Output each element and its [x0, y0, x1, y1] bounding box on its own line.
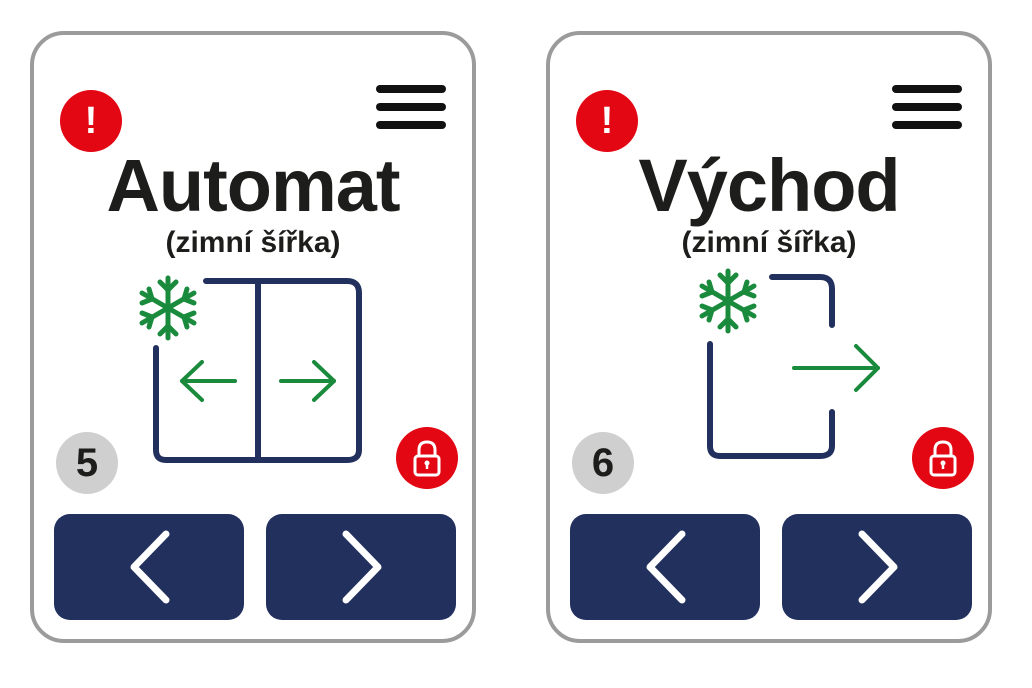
mode-subtitle: (zimní šířka): [681, 226, 857, 259]
exclamation-icon[interactable]: !: [60, 90, 122, 152]
snowflake-icon: [139, 275, 197, 341]
previous-mode-button[interactable]: [54, 514, 244, 620]
step-number-badge: 6: [572, 432, 634, 494]
door-mode-panel-automat: ! Automat (zimní šířka): [30, 31, 476, 643]
arrow-right-icon: [792, 344, 880, 392]
arrow-right-icon: [279, 360, 336, 402]
mode-title: Automat: [106, 144, 400, 227]
mode-subtitle: (zimní šířka): [165, 226, 341, 259]
door-mode-panel-vychod: ! Východ (zimní šířka) 6: [546, 31, 992, 643]
mode-title: Východ: [638, 144, 900, 227]
hamburger-menu-icon[interactable]: [376, 85, 446, 129]
chevron-left-icon: [130, 530, 170, 604]
arrow-left-icon: [180, 360, 237, 402]
chevron-right-icon: [342, 530, 382, 604]
step-number-badge: 5: [56, 432, 118, 494]
padlock-icon[interactable]: [912, 427, 974, 489]
chevron-left-icon: [646, 530, 686, 604]
padlock-icon[interactable]: [396, 427, 458, 489]
chevron-right-icon: [858, 530, 898, 604]
next-mode-button[interactable]: [266, 514, 456, 620]
exclamation-icon[interactable]: !: [576, 90, 638, 152]
previous-mode-button[interactable]: [570, 514, 760, 620]
door-diagram-automatic: [139, 275, 362, 463]
hamburger-menu-icon[interactable]: [892, 85, 962, 129]
next-mode-button[interactable]: [782, 514, 972, 620]
snowflake-icon: [699, 268, 757, 334]
door-diagram-exit: [699, 268, 880, 459]
